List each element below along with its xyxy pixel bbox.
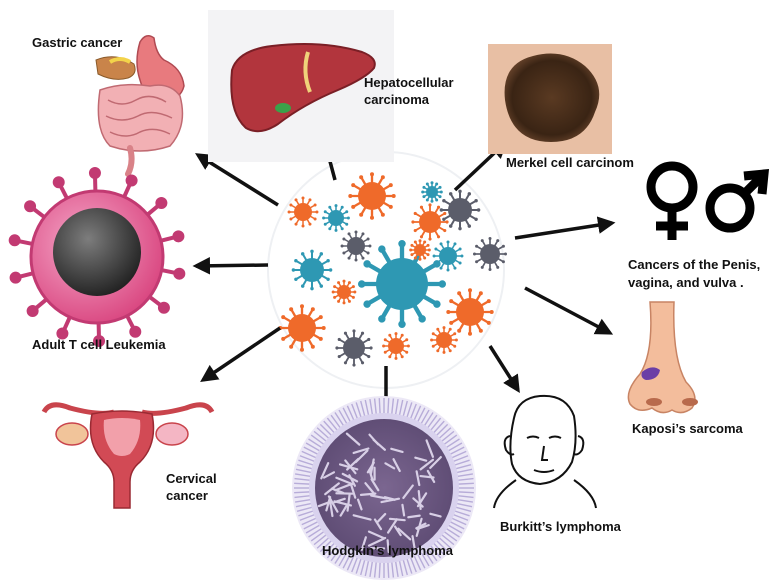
- virus-particle: [430, 326, 458, 354]
- virus-particle: [357, 239, 447, 329]
- nose-icon: [616, 300, 708, 420]
- label-genital-line1: Cancers of the Penis,: [628, 257, 761, 272]
- virus-particle: [291, 249, 333, 291]
- virus-particle: [287, 196, 319, 228]
- virus-particle: [421, 181, 443, 203]
- label-cervical-line1: Cervical: [166, 471, 217, 486]
- label-adult-t-cell-leukemia: Adult T cell Leukemia: [32, 337, 166, 352]
- arrow-to-gastric: [195, 153, 279, 207]
- arrow-to-leukemia: [192, 257, 269, 275]
- virus-particle: [331, 279, 357, 305]
- arrow-to-cervical: [200, 326, 281, 382]
- label-merkel-cell: Merkel cell carcinom: [506, 155, 634, 170]
- lymphoma-cell-icon: [292, 396, 476, 580]
- virus-particle: [340, 230, 372, 262]
- uterus-icon: [41, 402, 215, 509]
- virus-cluster-icon: [267, 151, 507, 389]
- label-kaposi-sarcoma: Kaposi’s sarcoma: [632, 421, 743, 436]
- t-cell-icon: [8, 167, 186, 347]
- virus-particle: [411, 203, 449, 241]
- label-cervical-line2: cancer: [166, 488, 208, 503]
- label-gastric-cancer: Gastric cancer: [32, 35, 123, 50]
- female-male-symbol-icon: [646, 161, 770, 240]
- skin-lesion-icon: [488, 44, 612, 154]
- virus-particle: [432, 240, 464, 272]
- face-outline-icon: [493, 394, 597, 509]
- arrow-to-burkitt: [488, 345, 520, 393]
- liver-icon: [208, 10, 394, 162]
- virus-particle: [348, 172, 396, 220]
- virus-particle: [446, 288, 494, 336]
- label-hodgkin-lymphoma: Hodgkin’s lymphoma: [322, 543, 453, 558]
- virus-particle: [322, 204, 350, 232]
- arrow-to-genital: [514, 216, 616, 240]
- virus-particle: [473, 237, 507, 271]
- virus-particle: [278, 304, 326, 352]
- stomach-intestine-icon: [95, 35, 185, 177]
- virus-particle: [382, 332, 410, 360]
- arrow-to-kaposi: [524, 286, 614, 335]
- virus-particle: [409, 239, 431, 261]
- virus-particle: [335, 329, 373, 367]
- virus-particle: [439, 189, 481, 231]
- label-hepatocellular-line2: carcinoma: [364, 92, 430, 107]
- label-hepatocellular-line1: Hepatocellular: [364, 75, 454, 90]
- label-genital-line2: vagina, and vulva .: [628, 275, 744, 290]
- label-burkitt-lymphoma: Burkitt’s lymphoma: [500, 519, 621, 534]
